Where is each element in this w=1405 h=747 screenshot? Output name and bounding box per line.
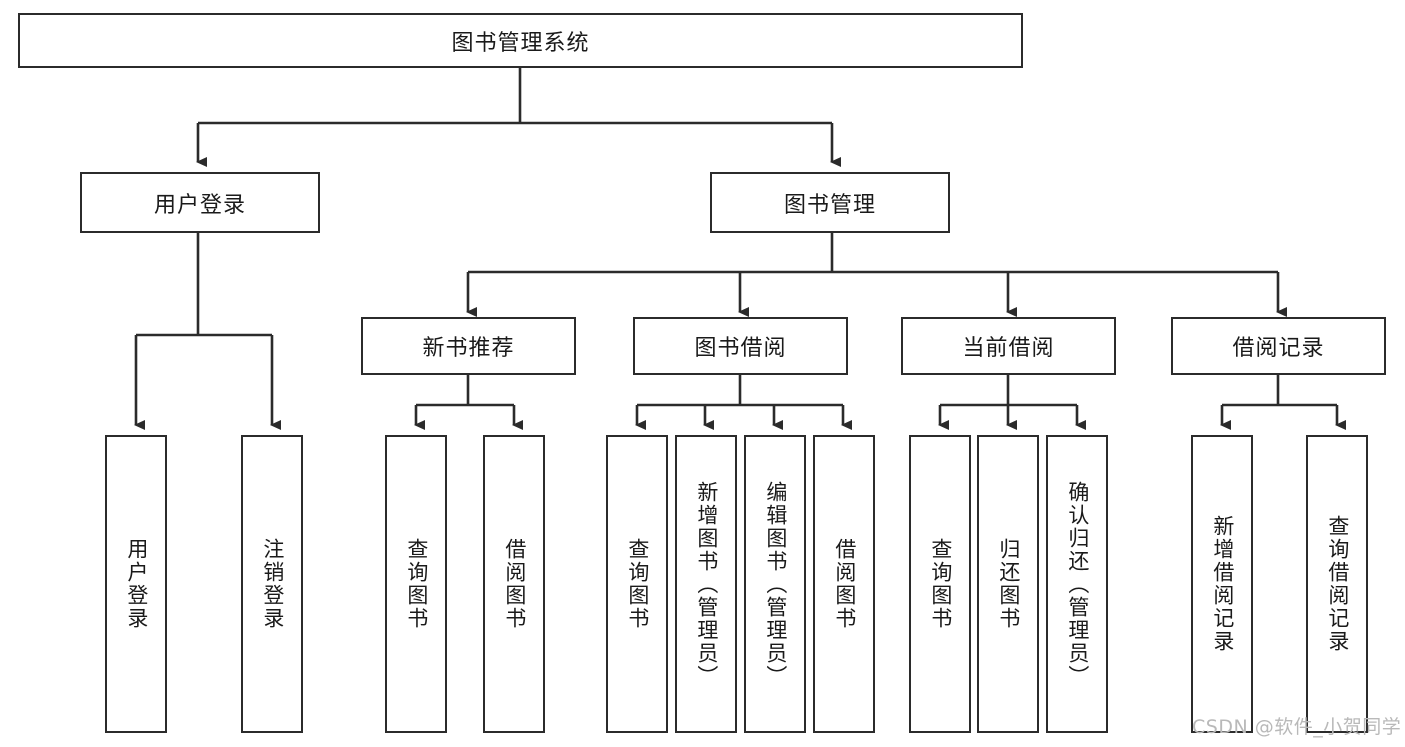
node-book-borrow[interactable]: 图书借阅 xyxy=(633,317,848,375)
leaf-borrow-query-book[interactable]: 查询图书 xyxy=(606,435,668,733)
node-root-label: 图书管理系统 xyxy=(451,30,590,56)
leaf-newbook-query-book-label: 查询图书 xyxy=(404,538,429,630)
node-book-borrow-label: 图书借阅 xyxy=(694,336,787,361)
leaf-borrow-edit-book[interactable]: 编辑图书（管理员） xyxy=(744,435,806,733)
leaf-borrow-add-book-label: 新增图书（管理员） xyxy=(694,480,719,688)
leaf-current-query-book-label: 查询图书 xyxy=(928,538,953,630)
node-borrow-record-label: 借阅记录 xyxy=(1232,336,1325,361)
leaf-newbook-borrow-book[interactable]: 借阅图书 xyxy=(483,435,545,733)
node-book-management-label: 图书管理 xyxy=(783,192,876,218)
leaf-current-confirm-return[interactable]: 确认归还（管理员） xyxy=(1046,435,1108,733)
leaf-borrow-query-book-label: 查询图书 xyxy=(625,538,650,630)
leaf-current-return-book-label: 归还图书 xyxy=(996,538,1021,630)
leaf-current-confirm-return-label: 确认归还（管理员） xyxy=(1065,480,1090,688)
leaf-borrow-edit-book-label: 编辑图书（管理员） xyxy=(763,480,788,688)
leaf-borrow-borrow-book[interactable]: 借阅图书 xyxy=(813,435,875,733)
node-current-borrow[interactable]: 当前借阅 xyxy=(901,317,1116,375)
node-root[interactable]: 图书管理系统 xyxy=(18,13,1023,68)
node-user-login-label: 用户登录 xyxy=(153,192,246,218)
leaf-record-query[interactable]: 查询借阅记录 xyxy=(1306,435,1368,733)
leaf-newbook-borrow-book-label: 借阅图书 xyxy=(502,538,527,630)
leaf-borrow-add-book[interactable]: 新增图书（管理员） xyxy=(675,435,737,733)
leaf-current-return-book[interactable]: 归还图书 xyxy=(977,435,1039,733)
leaf-record-add-label: 新增借阅记录 xyxy=(1210,515,1235,653)
node-current-borrow-label: 当前借阅 xyxy=(962,336,1055,361)
node-book-management[interactable]: 图书管理 xyxy=(710,172,950,233)
node-borrow-record[interactable]: 借阅记录 xyxy=(1171,317,1386,375)
leaf-user-logout-label: 注销登录 xyxy=(260,538,285,630)
leaf-record-add[interactable]: 新增借阅记录 xyxy=(1191,435,1253,733)
leaf-borrow-borrow-book-label: 借阅图书 xyxy=(832,538,857,630)
leaf-user-logout[interactable]: 注销登录 xyxy=(241,435,303,733)
leaf-record-query-label: 查询借阅记录 xyxy=(1325,515,1350,653)
leaf-newbook-query-book[interactable]: 查询图书 xyxy=(385,435,447,733)
node-new-book-recommend-label: 新书推荐 xyxy=(422,336,515,361)
leaf-user-login-label: 用户登录 xyxy=(124,538,149,630)
leaf-user-login[interactable]: 用户登录 xyxy=(105,435,167,733)
leaf-current-query-book[interactable]: 查询图书 xyxy=(909,435,971,733)
node-new-book-recommend[interactable]: 新书推荐 xyxy=(361,317,576,375)
node-user-login[interactable]: 用户登录 xyxy=(80,172,320,233)
